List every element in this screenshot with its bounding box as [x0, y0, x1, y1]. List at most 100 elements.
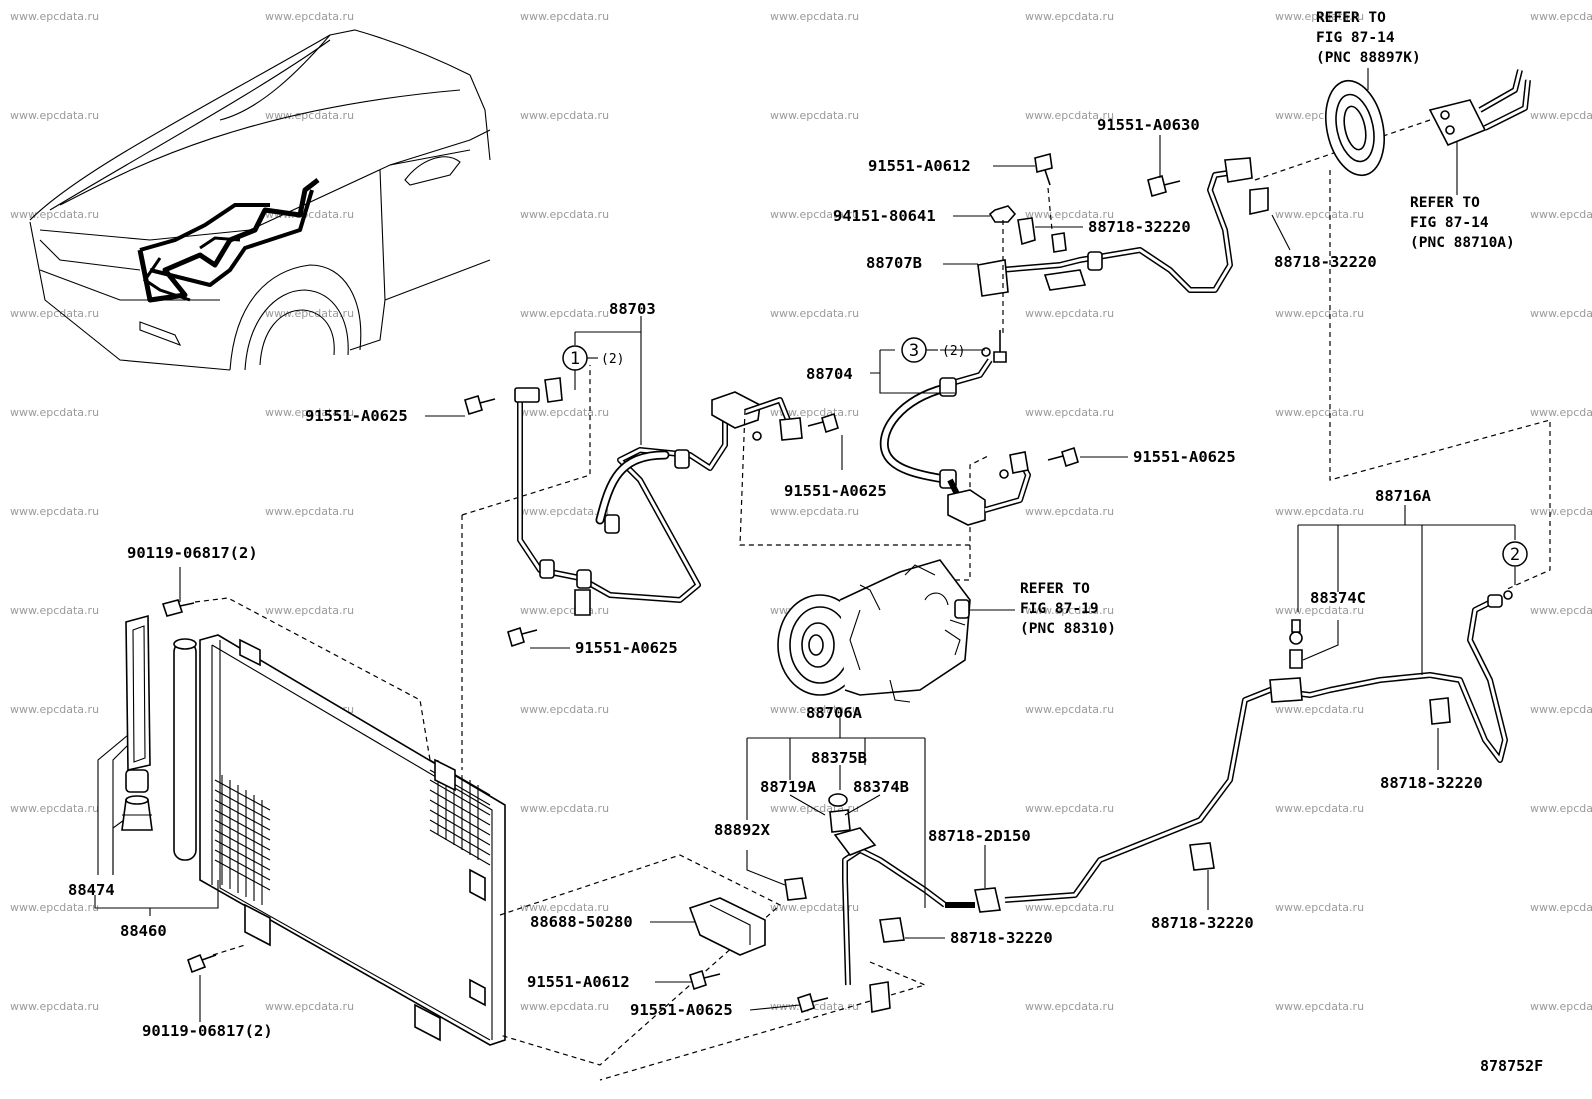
watermark-text: www.epcdata.ru — [1530, 10, 1592, 23]
hose-assembly-88704 — [879, 358, 1031, 526]
pipe-assembly-88716a — [945, 590, 1513, 913]
watermark-text: www.epcdata.ru — [1530, 109, 1592, 122]
bolt-91551-a0625-c — [507, 626, 538, 648]
label-88892x: 88892X — [714, 821, 771, 839]
svg-text:(PNC 88710A): (PNC 88710A) — [1410, 235, 1515, 251]
svg-text:FIG 87-14: FIG 87-14 — [1410, 215, 1489, 231]
condenser-assembly-88460 — [173, 634, 506, 1046]
compressor-guide — [945, 545, 971, 581]
figure-id: 878752F — [1480, 1057, 1543, 1075]
watermark-text: www.epcdata.ru — [770, 10, 859, 23]
svg-text:3: 3 — [909, 341, 919, 361]
watermark-text: www.epcdata.ru — [520, 901, 609, 914]
receiver-dryer-parts-88474 — [121, 614, 153, 831]
vehicle-outline-illustration — [29, 29, 491, 371]
svg-text:(PNC 88310): (PNC 88310) — [1020, 621, 1116, 637]
watermark-text: www.epcdata.ru — [10, 406, 99, 419]
watermark-text: www.epcdata.ru — [265, 604, 354, 617]
callout-2: 2 — [1502, 541, 1528, 567]
watermark-text: www.epcdata.ru — [1530, 703, 1592, 716]
watermark-text: www.epcdata.ru — [1530, 505, 1592, 518]
watermark-text: www.epcdata.ru — [10, 109, 99, 122]
watermark-text: www.epcdata.ru — [1530, 208, 1592, 221]
label-91551-a0612-bottom: 91551-A0612 — [527, 973, 630, 991]
callout-1: 1 (2) — [562, 345, 624, 371]
watermark-text: www.epcdata.ru — [10, 208, 99, 221]
bolt-91551-a0625-d — [1047, 446, 1079, 468]
svg-text:REFER TO: REFER TO — [1410, 195, 1480, 211]
watermark-text: www.epcdata.ru — [10, 505, 99, 518]
label-88374b: 88374B — [853, 778, 909, 796]
label-88688-50280: 88688-50280 — [530, 913, 633, 931]
label-88718-32220-a: 88718-32220 — [1088, 218, 1191, 236]
watermark-text: www.epcdata.ru — [520, 10, 609, 23]
watermark-text: www.epcdata.ru — [520, 1000, 609, 1013]
watermark-text: www.epcdata.ru — [1275, 604, 1364, 617]
watermark-text: www.epcdata.ru — [1025, 307, 1114, 320]
guide-88707b-b — [1047, 187, 1053, 231]
watermark-text: www.epcdata.ru — [770, 1000, 859, 1013]
watermark-text: www.epcdata.ru — [10, 1000, 99, 1013]
hose-assembly-88703 — [514, 377, 803, 616]
watermark-text: www.epcdata.ru — [770, 109, 859, 122]
watermark-text: www.epcdata.ru — [520, 406, 609, 419]
watermark-text: www.epcdata.ru — [1275, 901, 1364, 914]
watermark-text: www.epcdata.ru — [1025, 1000, 1114, 1013]
svg-text:1: 1 — [570, 349, 580, 369]
watermark-text: www.epcdata.ru — [10, 703, 99, 716]
label-91551-a0625-d: 91551-A0625 — [1133, 448, 1236, 466]
bolt-90119-top — [161, 599, 195, 617]
callout-3: 3 (2) — [901, 337, 965, 363]
label-88374c: 88374C — [1310, 589, 1366, 607]
watermark-text: www.epcdata.ru — [1530, 901, 1592, 914]
watermark-text: www.epcdata.ru — [1530, 604, 1592, 617]
label-88719a: 88719A — [760, 778, 817, 796]
watermark-text: www.epcdata.ru — [1530, 1000, 1592, 1013]
watermark-text: www.epcdata.ru — [265, 406, 354, 419]
watermark-text: www.epcdata.ru — [265, 1000, 354, 1013]
watermark-text: www.epcdata.ru — [770, 703, 859, 716]
svg-text:FIG 87-14: FIG 87-14 — [1316, 30, 1395, 46]
watermark-text: www.epcdata.ru — [1025, 505, 1114, 518]
label-90119-top: 90119-06817(2) — [127, 544, 258, 562]
watermark-text: www.epcdata.ru — [770, 406, 859, 419]
refer-note-88310: REFER TO FIG 87-19 (PNC 88310) — [1020, 581, 1116, 637]
watermark-text: www.epcdata.ru — [770, 505, 859, 518]
watermark-text: www.epcdata.ru — [265, 109, 354, 122]
watermark-text: www.epcdata.ru — [1025, 406, 1114, 419]
label-88718-32220-b: 88718-32220 — [1274, 253, 1377, 271]
pipe-assembly-88707b — [977, 157, 1269, 297]
part-labels: 88703 91551-A0625 91551-A0625 91551-A062… — [68, 116, 1483, 1040]
watermark-text: www.epcdata.ru — [1025, 109, 1114, 122]
watermark-text: www.epcdata.ru — [1275, 10, 1364, 23]
watermark-text: www.epcdata.ru — [520, 505, 609, 518]
label-91551-a0625-c: 91551-A0625 — [575, 639, 678, 657]
condenser-guide-lines — [194, 365, 927, 1081]
label-88718-32220-e: 88718-32220 — [950, 929, 1053, 947]
svg-text:REFER TO: REFER TO — [1316, 10, 1386, 26]
watermark-text: www.epcdata.ru — [10, 901, 99, 914]
watermark-text: www.epcdata.ru — [1275, 1000, 1364, 1013]
label-88716a: 88716A — [1375, 487, 1432, 505]
watermark-text: www.epcdata.ru — [520, 109, 609, 122]
label-90119-bottom: 90119-06817(2) — [142, 1022, 273, 1040]
watermark-text: www.epcdata.ru — [1275, 406, 1364, 419]
watermark-text: www.epcdata.ru — [1025, 604, 1114, 617]
label-88718-32220-d: 88718-32220 — [1151, 914, 1254, 932]
label-91551-a0625-b: 91551-A0625 — [784, 482, 887, 500]
watermark-text: www.epcdata.ru — [10, 307, 99, 320]
watermark-text: www.epcdata.ru — [1025, 703, 1114, 716]
watermark-text: www.epcdata.ru — [1275, 505, 1364, 518]
watermark-text: www.epcdata.ru — [1530, 307, 1592, 320]
watermark-layer: www.epcdata.ru www.epcdata.ru www.epcdata.… — [10, 10, 1592, 1013]
bolt-91551-a0625-b — [807, 412, 839, 434]
label-88706a: 88706A — [806, 704, 863, 722]
bolt-91551-a0625-e — [797, 992, 829, 1014]
leader-lines — [94, 68, 1516, 1022]
svg-text:(2): (2) — [601, 352, 624, 367]
hose-88703-frame — [739, 409, 991, 546]
watermark-text: www.epcdata.ru — [520, 208, 609, 221]
watermark-text: www.epcdata.ru — [1530, 802, 1592, 815]
watermark-text: www.epcdata.ru — [1275, 208, 1364, 221]
